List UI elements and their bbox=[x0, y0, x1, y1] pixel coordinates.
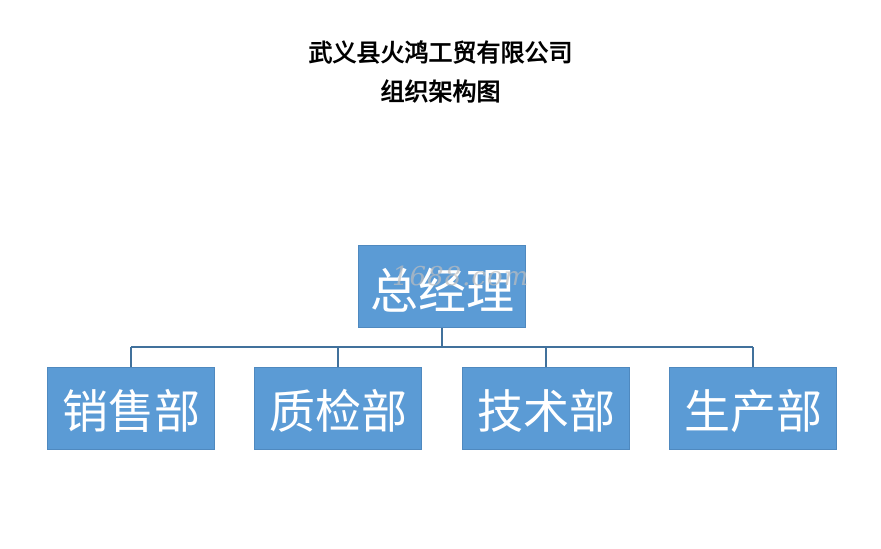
org-node-label: 技术部 bbox=[477, 384, 615, 439]
chart-title: 武义县火鸿工贸有限公司 bbox=[308, 39, 573, 67]
org-node-quality-dept: 质检部 bbox=[254, 367, 422, 450]
org-node-general-manager: 总经理 bbox=[358, 245, 526, 328]
org-node-label: 销售部 bbox=[62, 384, 200, 439]
chart-subtitle: 组织架构图 bbox=[380, 78, 501, 106]
org-node-label: 质检部 bbox=[269, 384, 407, 439]
org-node-tech-dept: 技术部 bbox=[462, 367, 630, 450]
org-node-production-dept: 生产部 bbox=[669, 367, 837, 450]
org-node-sales-dept: 销售部 bbox=[47, 367, 215, 450]
org-node-label: 总经理 bbox=[369, 263, 514, 320]
org-node-label: 生产部 bbox=[684, 384, 822, 439]
